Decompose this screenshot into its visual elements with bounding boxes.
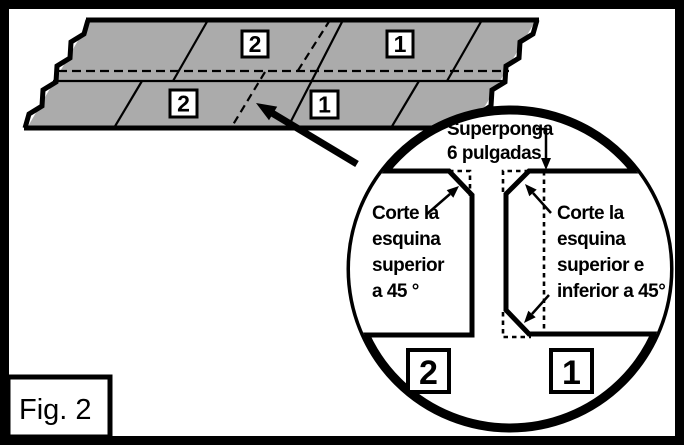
left-cut-note-line4: a 45 ° — [372, 281, 419, 302]
left-cut-arrow-shaft — [426, 193, 451, 215]
right-cut-note-line2: esquina — [557, 229, 626, 250]
pointer-arrowhead-icon — [256, 103, 278, 121]
shingle-strip: 2 1 2 1 — [22, 17, 540, 131]
strip-left-jagged-edge — [22, 19, 91, 129]
piece-1-tag-box — [549, 348, 594, 394]
right-bottom-cut-arrow-shaft — [531, 294, 550, 315]
overlap-arrowhead-icon — [541, 158, 551, 170]
shingle-joint-line — [446, 19, 483, 82]
tag-box-bottom-2 — [168, 88, 199, 119]
piece-2-cut-corner-dashed-guide — [449, 169, 472, 196]
overlap-note-line1: Superponga — [447, 119, 554, 140]
right-cut-note-line3: superior e — [557, 255, 644, 276]
figure-label: Fig. 2 — [19, 394, 92, 426]
hidden-edge-dashed-line-bottom-course — [230, 71, 266, 129]
piece-1-outline — [503, 168, 670, 337]
shingle-joint-line — [390, 80, 420, 129]
shingle-joint-line — [172, 19, 209, 82]
overlap-elbow-arrow-shaft — [536, 127, 548, 160]
piece-1-tag: 1 — [562, 354, 581, 392]
right-cut-note-line1: Corte la — [557, 203, 625, 224]
tag-box-top-2 — [240, 29, 270, 59]
figure-label-box: Fig. 2 — [5, 374, 113, 440]
piece-2-outline — [350, 168, 475, 338]
right-top-cut-arrow-shaft — [532, 192, 552, 214]
piece-1-top-cut-corner-dashed-guide — [501, 169, 529, 196]
magnifier-content: Superponga 6 pulgadas Corte la esquina s… — [350, 119, 670, 394]
overlap-note-line2: 6 pulgadas — [447, 143, 541, 164]
tag-top-1: 1 — [394, 31, 407, 57]
tag-box-top-1 — [385, 29, 415, 59]
left-cut-note-line2: esquina — [372, 229, 441, 250]
tag-box-bottom-1 — [309, 89, 340, 120]
shingle-joint-line — [113, 80, 143, 129]
tag-top-2: 2 — [249, 31, 262, 57]
piece-2-tag: 2 — [419, 354, 438, 392]
piece-2-tag-box — [406, 348, 451, 394]
left-cut-arrowhead-icon — [446, 186, 459, 198]
magnifier-pointer-arrow — [256, 103, 359, 168]
overlap-piece-edge-line — [286, 19, 344, 130]
tag-bottom-1: 1 — [318, 92, 331, 118]
shingle-strip-fill — [27, 20, 536, 128]
right-cut-note-line4: inferior a 45° — [557, 281, 665, 302]
pointer-arrow-shaft — [270, 109, 359, 168]
right-bottom-cut-arrowhead-icon — [524, 310, 536, 323]
hidden-edge-dashed-line-top-course — [296, 19, 331, 73]
left-cut-note-line3: superior — [372, 255, 445, 276]
right-top-cut-arrowhead-icon — [525, 184, 537, 197]
tag-bottom-2: 2 — [177, 91, 190, 117]
piece-1-bottom-cut-corner-dashed-guide — [501, 312, 531, 339]
left-cut-note-line1: Corte la — [372, 203, 440, 224]
